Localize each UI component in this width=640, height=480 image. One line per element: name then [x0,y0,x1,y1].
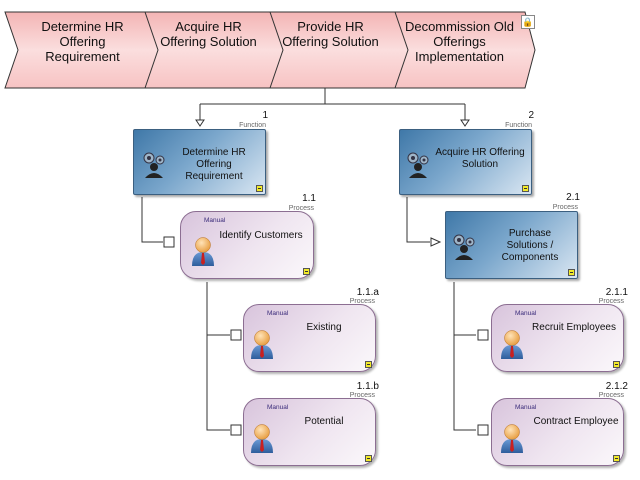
function-2-1-kind: Process [552,204,578,211]
chevron-4-label: Decommission Old Offerings Implementatio… [404,19,515,64]
process-1-1-a-kind: Process [349,298,375,305]
function-acquire-hr[interactable]: Acquire HR Offering Solution [399,129,532,195]
collapse-marker[interactable] [522,185,529,192]
process-mode: Manual [267,404,289,411]
process-identify-customers[interactable]: Manual Identify Customers [180,211,314,279]
process-2-1-1-label: Recruit Employees [532,322,616,333]
chevron-2-label: Acquire HR Offering Solution [160,19,257,49]
worker-icon [192,237,214,266]
collapse-marker[interactable] [613,455,620,462]
value-chain [4,11,536,89]
function-2-kind: Function [505,122,532,129]
process-recruit-employees[interactable]: Manual Recruit Employees [491,304,624,372]
gear-person-icon [407,152,429,178]
process-1-1-number: 1.1 [302,193,316,204]
process-1-1-b-number: 1.1.b [356,381,379,392]
process-2-1-2-label: Contract Employee [533,416,619,427]
gear-person-icon [143,152,165,178]
function-1-number: 1 [262,110,268,121]
connector-ends [163,236,489,436]
function-2-number: 2 [528,110,534,121]
function-2-1-number: 2.1 [566,192,580,203]
collapse-marker[interactable] [365,361,372,368]
chevron-1[interactable] [4,11,159,89]
process-purchase-solutions[interactable]: Purchase Solutions / Components [445,211,578,279]
function-determine-hr[interactable]: Determine HR Offering Requirement [133,129,266,195]
process-2-1-1-kind: Process [598,298,624,305]
process-mode: Manual [515,310,537,317]
process-mode: Manual [515,404,537,411]
chevron-1-label: Determine HR Offering Requirement [41,19,124,64]
process-1-1-a-number: 1.1.a [356,287,379,298]
connectors [141,88,476,431]
function-1-label: Determine HR Offering Requirement [182,147,246,182]
worker-icon [251,424,273,453]
process-1-1-label: Identify Customers [219,230,303,241]
worker-icon [251,330,273,359]
process-2-1-2-kind: Process [598,392,624,399]
collapse-marker[interactable] [365,455,372,462]
process-1-1-b-label: Potential [304,416,344,427]
collapse-marker[interactable] [303,268,310,275]
lock-icon[interactable]: 🔒 [521,15,535,29]
collapse-marker[interactable] [256,185,263,192]
process-1-1-kind: Process [288,205,314,212]
function-1-kind: Function [239,122,266,129]
gear-person-icon [453,234,475,260]
process-existing[interactable]: Manual Existing [243,304,376,372]
function-2-label: Acquire HR Offering Solution [435,147,525,170]
process-potential[interactable]: Manual Potential [243,398,376,466]
process-mode: Manual [267,310,289,317]
function-2-1-label: Purchase Solutions / Components [501,228,559,263]
process-2-1-2-number: 2.1.2 [605,381,628,392]
process-1-1-b-kind: Process [349,392,375,399]
worker-icon [501,424,523,453]
process-mode: Manual [204,217,226,224]
collapse-marker[interactable] [613,361,620,368]
chevron-3-label: Provide HR Offering Solution [282,19,379,49]
process-2-1-1-number: 2.1.1 [605,287,628,298]
worker-icon [501,330,523,359]
process-1-1-a-label: Existing [306,322,342,333]
collapse-marker[interactable] [568,269,575,276]
process-contract-employee[interactable]: Manual Contract Employee [491,398,624,466]
